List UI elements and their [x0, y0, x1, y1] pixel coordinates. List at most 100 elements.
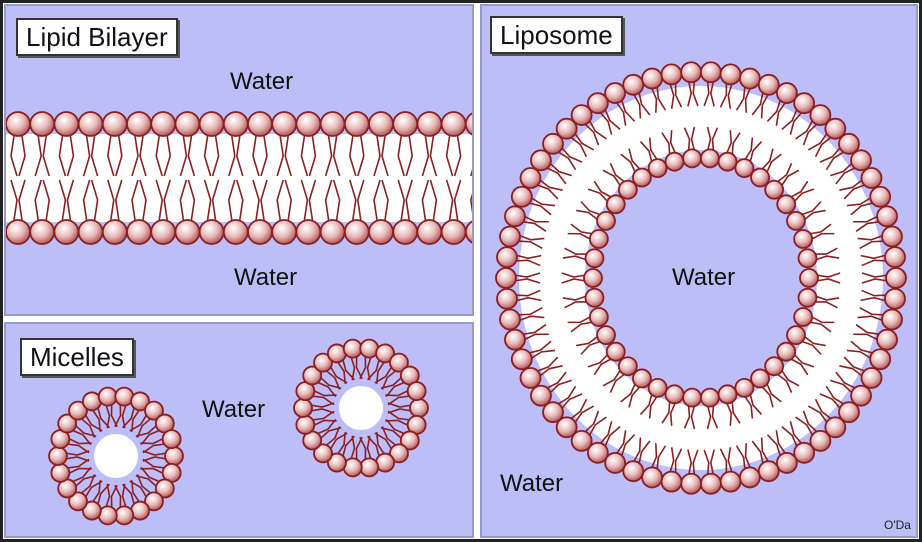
lipid-head	[510, 348, 533, 371]
lipid-head	[586, 92, 609, 115]
lipid-head	[757, 73, 780, 96]
lipid-tail	[114, 403, 122, 428]
lipid-tail	[135, 475, 158, 488]
lipid-tail	[602, 369, 622, 387]
lipid-tail	[115, 135, 123, 177]
lipid-tail	[380, 427, 403, 440]
lipid-head	[586, 441, 609, 464]
lipid-head	[734, 377, 755, 398]
lipid-head	[440, 219, 467, 245]
lipid-head	[399, 430, 420, 451]
lipid-tail	[74, 424, 97, 437]
lipid-tail	[140, 429, 161, 446]
lipid-tail	[857, 315, 884, 322]
lipid-tail	[66, 443, 90, 454]
lipid-tail	[638, 91, 651, 116]
lipid-tail	[731, 132, 741, 156]
lipid-tail	[719, 81, 728, 108]
lipid-tail	[513, 278, 541, 284]
lipid-head	[77, 219, 104, 245]
lipid-tail	[725, 130, 733, 155]
lipid-tail	[561, 278, 586, 284]
lipid-tail	[453, 179, 462, 221]
lipid-tail	[548, 161, 572, 177]
lipid-tail	[42, 135, 50, 177]
lipid-tail	[521, 324, 547, 336]
water-label-bilayer-top: Water	[230, 68, 294, 95]
lipid-tail	[236, 179, 244, 221]
lipid-tail	[830, 379, 854, 395]
lipid-head	[605, 194, 626, 215]
water-label-liposome-outer: Water	[500, 470, 564, 497]
lipid-tail	[527, 340, 552, 355]
lipid-tail	[727, 82, 734, 109]
lipid-tail	[332, 179, 341, 221]
lipid-head	[416, 219, 443, 245]
lipid-tail	[576, 209, 599, 221]
lipid-head	[101, 111, 128, 137]
lipid-tail	[725, 401, 733, 426]
lipid-bilayer-panel: Lipid Bilayer Water Water	[4, 4, 474, 316]
lipid-tail	[789, 180, 809, 199]
lipid-tail	[387, 402, 412, 408]
lipid-head	[6, 111, 31, 137]
lipid-tail	[179, 179, 188, 221]
lipid-tail	[421, 135, 430, 177]
lipid-tail	[789, 421, 804, 445]
lipid-tail	[561, 272, 586, 278]
inner-water-region	[585, 150, 817, 406]
lipid-tail	[639, 141, 653, 163]
lipid-tail	[324, 135, 333, 177]
lipid-tail	[814, 255, 840, 261]
lipid-tail	[593, 180, 613, 199]
lipid-tail	[397, 179, 406, 221]
lipid-tail	[381, 426, 398, 447]
lipid-head	[876, 205, 898, 228]
lipid-head	[368, 219, 394, 245]
lipid-head	[793, 92, 816, 115]
lipid-head	[495, 267, 517, 289]
lipid-tail	[674, 81, 683, 108]
lipid-tail	[802, 410, 819, 434]
lipid-tail	[683, 404, 691, 429]
lipid-tail	[58, 179, 67, 221]
liposome-title: Liposome	[490, 16, 623, 54]
lipid-tail	[650, 86, 658, 113]
lipid-head	[48, 446, 68, 466]
lipid-head	[738, 466, 761, 489]
lipid-tail	[260, 179, 268, 221]
lipid-head	[161, 429, 182, 449]
lipid-head	[406, 381, 427, 401]
lipid-tail	[735, 445, 746, 471]
lipid-tail	[807, 405, 829, 425]
lipid-tail	[529, 196, 556, 207]
lipid-head	[775, 82, 798, 104]
lipid-tail	[588, 119, 607, 140]
lipid-head	[530, 149, 552, 172]
lipid-tail	[357, 135, 365, 177]
lipid-tail	[203, 179, 212, 221]
lipid-tail	[760, 437, 770, 464]
lipid-tail	[744, 443, 752, 470]
lipid-tail	[580, 201, 602, 216]
lipid-head	[359, 457, 380, 478]
lipid-tail	[276, 135, 285, 177]
lipid-head	[881, 225, 903, 248]
lipid-tail	[517, 307, 543, 316]
lipid-tail	[556, 150, 577, 171]
lipid-tail	[336, 432, 347, 456]
lipid-head	[717, 151, 738, 172]
lipid-head	[130, 391, 150, 412]
lipid-head	[368, 111, 394, 137]
lipid-tail	[142, 456, 167, 462]
lipid-tail	[839, 365, 864, 378]
lipid-tail	[760, 92, 770, 119]
lipid-bilayer-title: Lipid Bilayer	[16, 18, 178, 56]
lipid-head	[860, 367, 883, 389]
lipid-head	[860, 167, 883, 189]
lipid-head	[884, 246, 906, 269]
lipid-head	[876, 328, 898, 351]
lipid-tail	[187, 135, 196, 177]
lipid-tail	[602, 169, 622, 187]
lipid-head	[584, 287, 605, 308]
